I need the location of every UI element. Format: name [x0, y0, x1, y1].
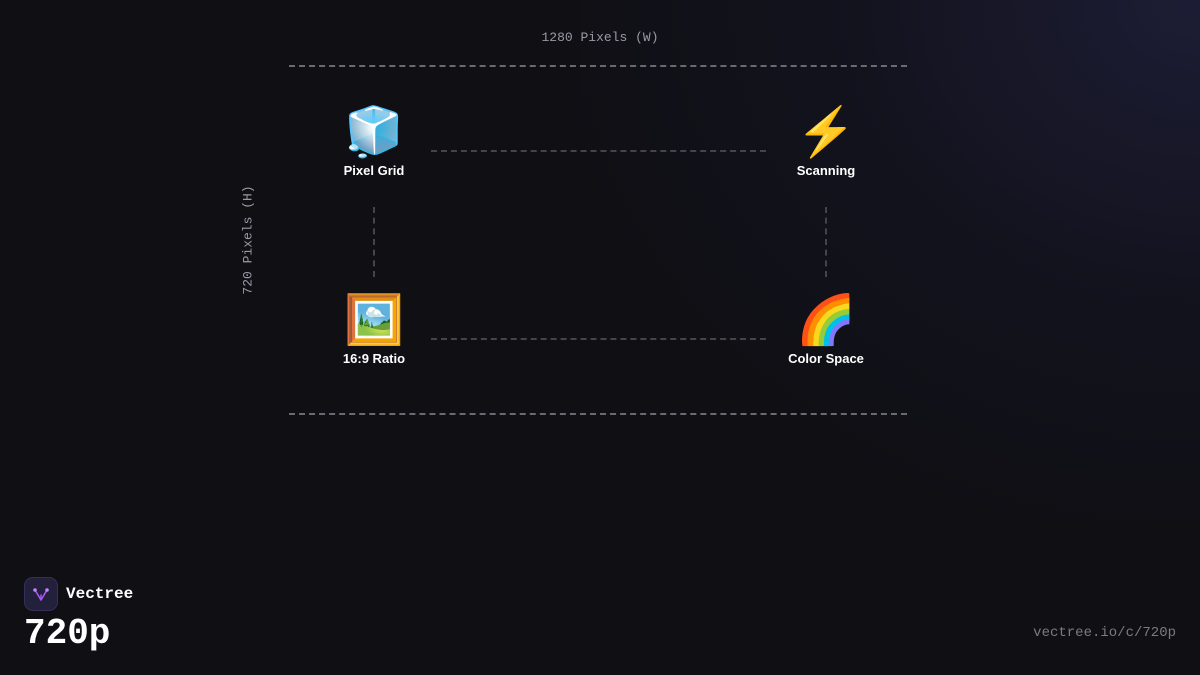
ice-cube-icon: 🧊 [344, 106, 404, 159]
width-dimension-label: 1280 Pixels (W) [541, 30, 659, 45]
connector-scanning-color-space [825, 207, 827, 277]
brand-name: Vectree [66, 585, 134, 603]
node-label: Pixel Grid [343, 163, 405, 178]
top-dimension-line [289, 65, 907, 67]
rainbow-icon: 🌈 [796, 294, 856, 347]
footer-url: vectree.io/c/720p [1033, 625, 1176, 641]
page-title: 720p [24, 613, 111, 654]
node-16-9-ratio: 🖼️ 16:9 Ratio [304, 293, 444, 366]
node-label: Color Space [788, 351, 864, 366]
background-glow [580, 0, 1200, 520]
connector-pixel-grid-scanning [431, 150, 766, 152]
lightning-icon: ⚡ [796, 106, 856, 159]
node-color-space: 🌈 Color Space [756, 293, 896, 366]
vectree-logo-icon [24, 577, 58, 611]
connector-pixel-grid-ratio [373, 207, 375, 277]
node-scanning: ⚡ Scanning [756, 105, 896, 178]
node-pixel-grid: 🧊 Pixel Grid [304, 105, 444, 178]
node-label: Scanning [796, 163, 856, 178]
connector-ratio-color-space [431, 338, 766, 340]
framed-picture-icon: 🖼️ [344, 294, 404, 347]
brand: Vectree [24, 577, 133, 611]
bottom-dimension-line [289, 413, 907, 415]
node-label: 16:9 Ratio [342, 351, 406, 366]
height-dimension-label: 720 Pixels (H) [240, 185, 256, 295]
